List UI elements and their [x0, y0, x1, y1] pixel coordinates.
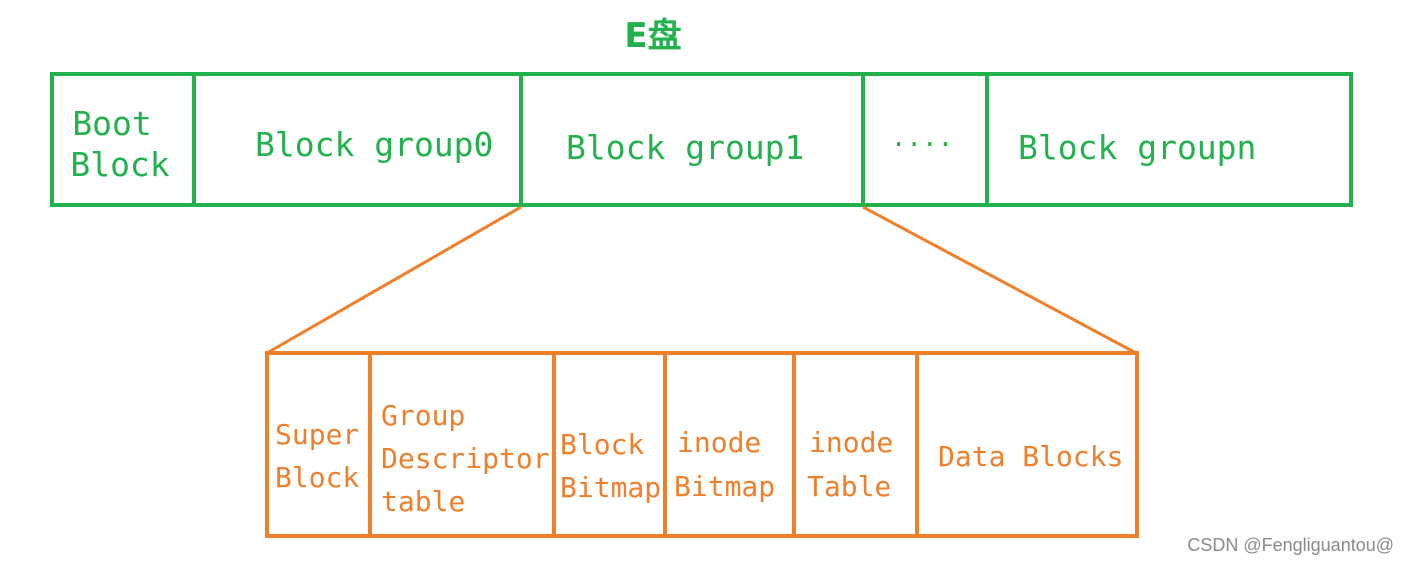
cell-group-descriptor-table: Group Descriptor table [381, 399, 566, 518]
group-detail-labels: Super Block Group Descriptor table Block… [275, 399, 1123, 518]
cell-block-group0: Block group0 [255, 125, 493, 164]
expansion-line-right [862, 205, 1137, 355]
cell-inode-bitmap: inode Bitmap [674, 426, 778, 503]
watermark: CSDN @Fengliguantou@ [1187, 535, 1394, 555]
disk-row [50, 72, 1353, 207]
expansion-line-left [266, 205, 522, 355]
expansion-lines [266, 205, 1137, 355]
cell-data-blocks: Data Blocks [938, 440, 1123, 473]
cell-block-group1: Block group1 [566, 128, 804, 167]
cell-ellipsis: ···· [891, 130, 954, 160]
cell-block-bitmap: Block Bitmap [560, 428, 661, 504]
diagram-title: E盘 [624, 16, 681, 56]
cell-super-block: Super Block [275, 418, 376, 494]
group-detail-row [265, 351, 1139, 538]
cell-boot-block: Boot Block [70, 104, 171, 184]
group-detail-border [265, 351, 1139, 538]
cell-inode-table: inode Table [807, 426, 910, 503]
cell-block-groupn: Block groupn [1018, 128, 1256, 167]
disk-row-border [50, 72, 1353, 207]
disk-row-labels: Boot Block Block group0 Block group1 ···… [70, 104, 1256, 184]
